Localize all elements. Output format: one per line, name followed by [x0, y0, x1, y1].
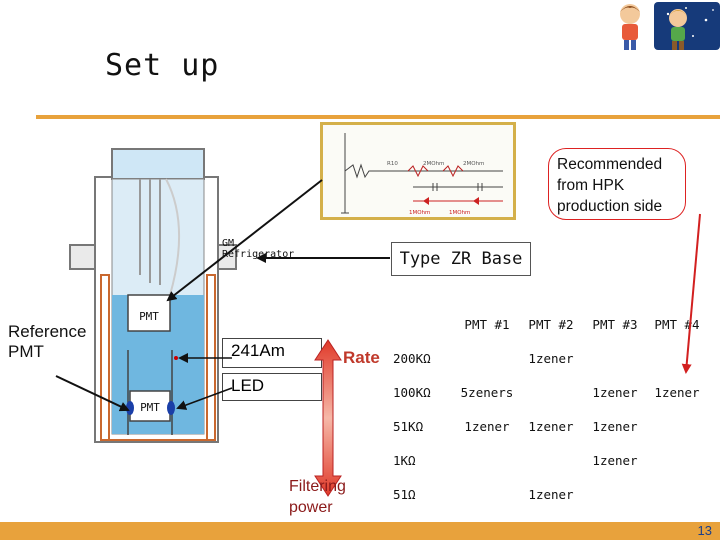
schematic-label-2: 2MOhm	[463, 161, 484, 167]
table-cell	[583, 477, 647, 511]
table-cell	[583, 341, 647, 375]
table-cell: 1KΩ	[393, 452, 416, 468]
table-cell: 1zener	[528, 486, 574, 502]
table-header-row: PMT #1 PMT #2 PMT #3 PMT #4	[393, 307, 707, 341]
bottom-bar	[0, 522, 720, 540]
table-cell: 1zener	[528, 418, 574, 434]
table-cell: 1zener	[528, 350, 574, 366]
zener-table: PMT #1 PMT #2 PMT #3 PMT #4 200KΩ 1zener…	[393, 307, 707, 511]
slide-title: Set up	[105, 48, 220, 83]
schematic-label-1: 2MOhm	[423, 161, 444, 167]
table-cell: 51Ω	[393, 486, 416, 502]
table-cell: 1zener	[592, 418, 638, 434]
table-cell	[519, 375, 583, 409]
table-header-cell: PMT #2	[528, 316, 574, 332]
table-cell	[455, 477, 519, 511]
led-source-label: LED	[222, 373, 322, 401]
table-row: 100KΩ 5zeners 1zener 1zener	[393, 375, 707, 409]
table-cell: 1zener	[592, 384, 638, 400]
table-cell	[455, 443, 519, 477]
table-cell: 1zener	[592, 452, 638, 468]
table-row: 51Ω 1zener	[393, 477, 707, 511]
table-cell	[647, 341, 707, 375]
rate-label: Rate	[343, 348, 380, 367]
title-underline	[36, 115, 720, 119]
am-source-label: 241Am	[222, 338, 322, 368]
table-cell: 5zeners	[460, 384, 514, 400]
recommended-callout: Recommended from HPK production side	[548, 148, 686, 220]
table-cell: 51KΩ	[393, 418, 424, 434]
schematic-label-3: 1MOhm	[409, 210, 430, 216]
table-row: 51KΩ 1zener 1zener 1zener	[393, 409, 707, 443]
table-row: 200KΩ 1zener	[393, 341, 707, 375]
rate-filter-arrow-icon	[314, 339, 342, 497]
kids-decoration-icon	[620, 2, 720, 50]
table-header-cell	[393, 307, 455, 341]
table-row: 1KΩ 1zener	[393, 443, 707, 477]
type-zr-base-label: Type ZR Base	[391, 242, 531, 276]
pmt-top-label: PMT	[139, 310, 159, 323]
table-cell	[647, 409, 707, 443]
table-header-cell: PMT #4	[654, 316, 700, 332]
table-header-cell: PMT #1	[464, 316, 510, 332]
schematic-label-r10: R10	[387, 161, 398, 167]
setup-apparatus-diagram: PMT PMT	[69, 148, 237, 443]
filtering-power-label: Filtering power	[289, 478, 346, 516]
table-cell	[519, 443, 583, 477]
page-number: 13	[697, 523, 712, 538]
table-cell: 200KΩ	[393, 350, 431, 366]
table-cell	[455, 341, 519, 375]
table-cell	[647, 477, 707, 511]
divider-schematic: R10 2MOhm 2MOhm 1MOhm 1MOhm	[341, 133, 503, 216]
pmt-bottom-label: PMT	[140, 401, 160, 414]
table-cell: 100KΩ	[393, 384, 431, 400]
table-cell: 1zener	[654, 384, 700, 400]
table-header-cell: PMT #3	[592, 316, 638, 332]
reference-pmt-label: Reference PMT	[8, 322, 87, 361]
table-cell	[647, 443, 707, 477]
table-cell: 1zener	[464, 418, 510, 434]
refrigerator-label: GM Refrigerator	[222, 238, 295, 260]
divider-schematic-frame: R10 2MOhm 2MOhm 1MOhm 1MOhm	[320, 122, 516, 220]
schematic-label-4: 1MOhm	[449, 210, 470, 216]
